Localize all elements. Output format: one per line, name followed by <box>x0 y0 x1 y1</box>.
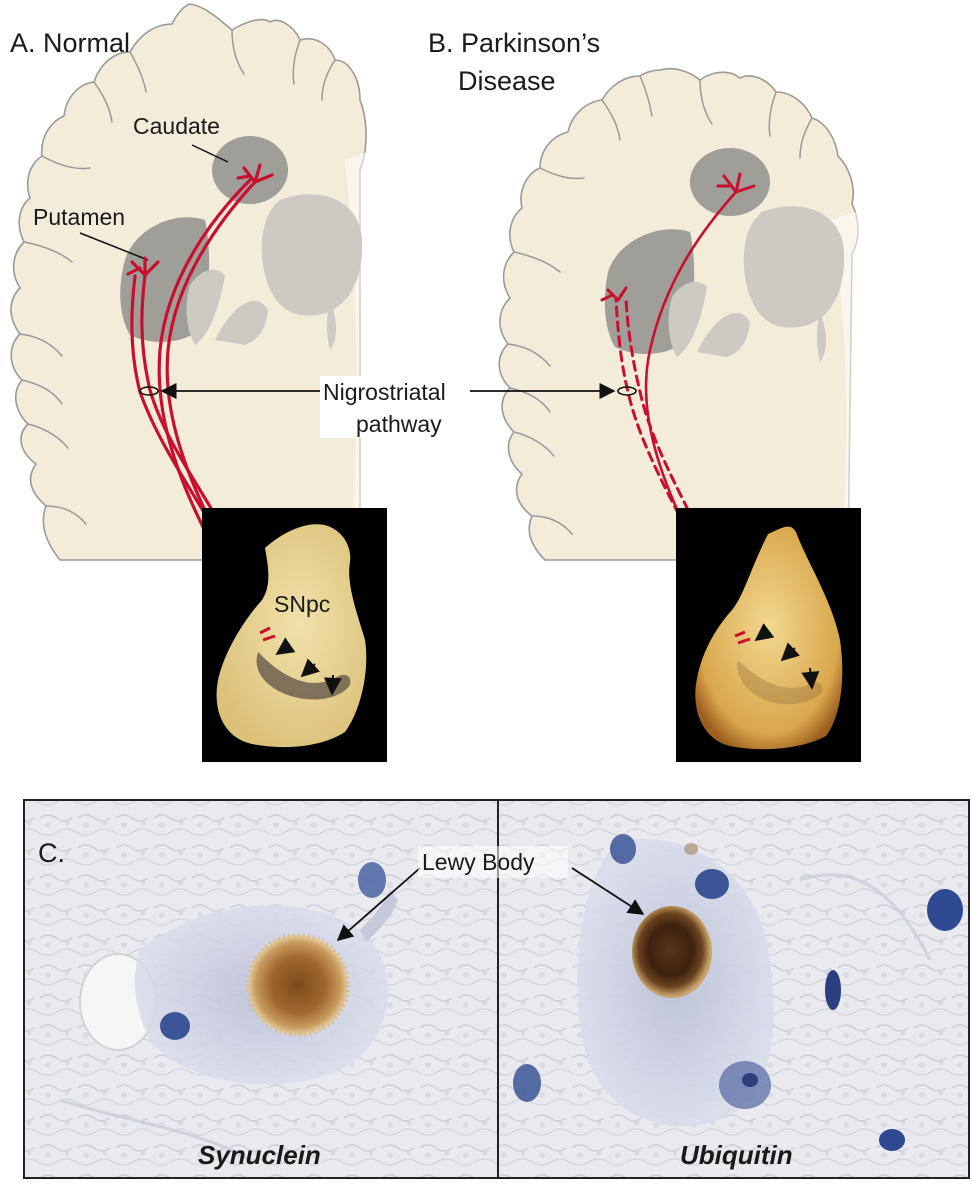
lewy-body-label: Lewy Body <box>422 849 535 875</box>
stain-label-ubiquitin: Ubiquitin <box>680 1140 793 1170</box>
panel-b-title-line1: B. Parkinson’s <box>428 28 600 58</box>
panel-b-parkinsons <box>499 69 862 762</box>
pathway-label-line1: Nigrostriatal <box>323 379 446 405</box>
caudate-label: Caudate <box>133 113 220 139</box>
thalamus-shape-parkinsons <box>744 206 844 327</box>
pathway-label-line2: pathway <box>356 411 442 437</box>
putamen-label: Putamen <box>33 204 125 230</box>
thalamus-shape-normal <box>262 194 362 315</box>
panel-c-title: C. <box>38 838 65 868</box>
panel-b-title-line2: Disease <box>458 66 556 96</box>
lewy-body-ubiquitin <box>632 906 712 998</box>
stain-label-synuclein: Synuclein <box>198 1140 321 1170</box>
caudate-shape-normal <box>212 136 288 204</box>
snpc-label: SNpc <box>274 591 330 617</box>
panel-a-title: A. Normal <box>10 28 130 58</box>
